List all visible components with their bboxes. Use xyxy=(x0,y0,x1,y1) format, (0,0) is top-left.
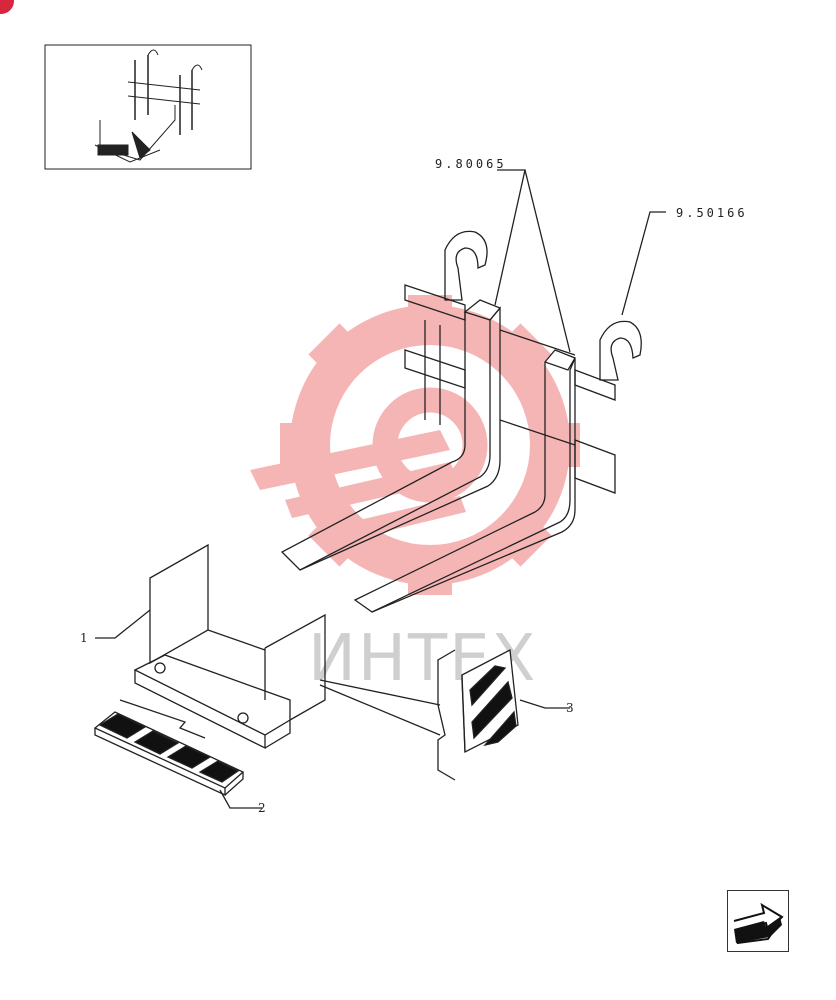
fork-carriage-drawing xyxy=(280,230,642,613)
leader-lines xyxy=(95,169,666,809)
item-3-decal-drawing xyxy=(319,648,519,781)
thumbnail-preview xyxy=(44,44,252,170)
return-arrow-button[interactable] xyxy=(727,890,789,952)
hook-ref-label: 9.50166 xyxy=(676,206,748,220)
item-1-label: 1 xyxy=(80,631,88,645)
watermark-gear-icon xyxy=(250,295,580,595)
return-arrow-icon xyxy=(733,902,784,945)
item-1-bracket-drawing xyxy=(133,543,326,750)
carriage-ref-label: 9.80065 xyxy=(435,157,507,171)
item-2-striped-strip-drawing xyxy=(93,699,245,797)
item-3-label: 3 xyxy=(566,701,574,715)
item-2-label: 2 xyxy=(258,801,266,815)
